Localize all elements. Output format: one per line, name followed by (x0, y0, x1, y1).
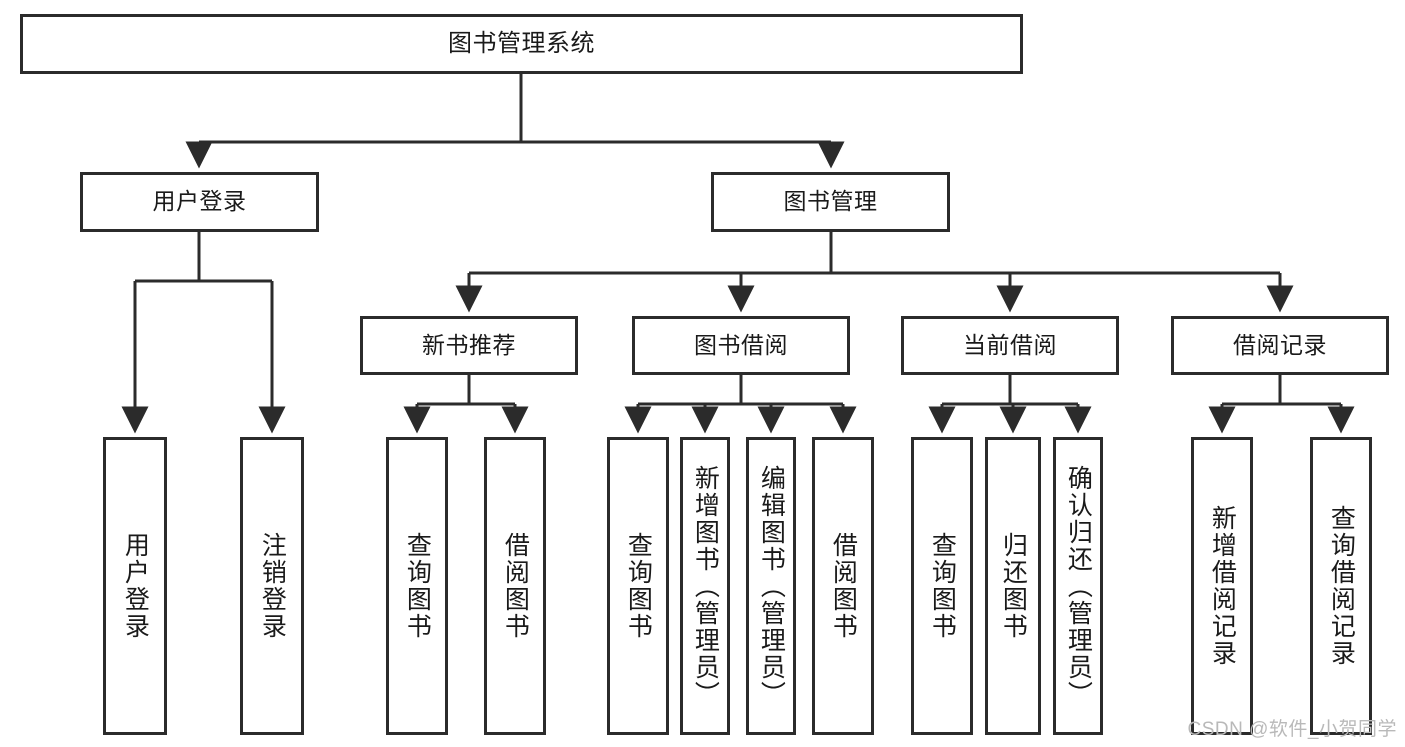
node-leaf-user-login[interactable]: 用户登录 (103, 437, 167, 735)
node-leaf-user-login-label: 用户登录 (121, 532, 150, 640)
node-leaf-query-book-1-label: 查询图书 (403, 532, 432, 640)
node-leaf-borrow-book-2-label: 借阅图书 (829, 532, 858, 640)
node-user-login-label: 用户登录 (152, 188, 247, 215)
node-new-book-rec-label: 新书推荐 (422, 331, 516, 358)
node-leaf-confirm-return-label: 确认归还（管理员） (1064, 464, 1093, 708)
node-leaf-add-record[interactable]: 新增借阅记录 (1191, 437, 1253, 735)
node-leaf-query-book-3-label: 查询图书 (928, 532, 957, 640)
node-leaf-borrow-book-2[interactable]: 借阅图书 (812, 437, 874, 735)
node-leaf-query-record-label: 查询借阅记录 (1327, 505, 1356, 667)
node-leaf-edit-book-label: 编辑图书（管理员） (757, 464, 786, 708)
node-book-manage[interactable]: 图书管理 (711, 172, 950, 232)
node-leaf-logout[interactable]: 注销登录 (240, 437, 304, 735)
node-leaf-borrow-book-1-label: 借阅图书 (501, 532, 530, 640)
node-user-login[interactable]: 用户登录 (80, 172, 319, 232)
node-leaf-add-book[interactable]: 新增图书（管理员） (680, 437, 730, 735)
node-leaf-query-book-3[interactable]: 查询图书 (911, 437, 973, 735)
node-leaf-return-book[interactable]: 归还图书 (985, 437, 1041, 735)
node-leaf-add-record-label: 新增借阅记录 (1208, 505, 1237, 667)
node-borrow-record-label: 借阅记录 (1233, 331, 1327, 358)
node-leaf-logout-label: 注销登录 (258, 532, 287, 640)
node-leaf-borrow-book-1[interactable]: 借阅图书 (484, 437, 546, 735)
node-root[interactable]: 图书管理系统 (20, 14, 1023, 74)
node-new-book-rec[interactable]: 新书推荐 (360, 316, 578, 375)
node-current-borrow[interactable]: 当前借阅 (901, 316, 1119, 375)
node-book-borrow-label: 图书借阅 (694, 331, 788, 358)
node-leaf-edit-book[interactable]: 编辑图书（管理员） (746, 437, 796, 735)
node-leaf-confirm-return[interactable]: 确认归还（管理员） (1053, 437, 1103, 735)
node-root-label: 图书管理系统 (448, 29, 595, 57)
watermark: CSDN @软件_小贺同学 (1187, 719, 1397, 740)
node-leaf-add-book-label: 新增图书（管理员） (691, 464, 720, 708)
node-leaf-query-book-2-label: 查询图书 (624, 532, 653, 640)
node-book-borrow[interactable]: 图书借阅 (632, 316, 850, 375)
node-borrow-record[interactable]: 借阅记录 (1171, 316, 1389, 375)
node-leaf-return-book-label: 归还图书 (999, 532, 1028, 640)
node-book-manage-label: 图书管理 (783, 188, 878, 215)
node-leaf-query-book-2[interactable]: 查询图书 (607, 437, 669, 735)
node-current-borrow-label: 当前借阅 (963, 331, 1057, 358)
node-leaf-query-book-1[interactable]: 查询图书 (386, 437, 448, 735)
node-leaf-query-record[interactable]: 查询借阅记录 (1310, 437, 1372, 735)
